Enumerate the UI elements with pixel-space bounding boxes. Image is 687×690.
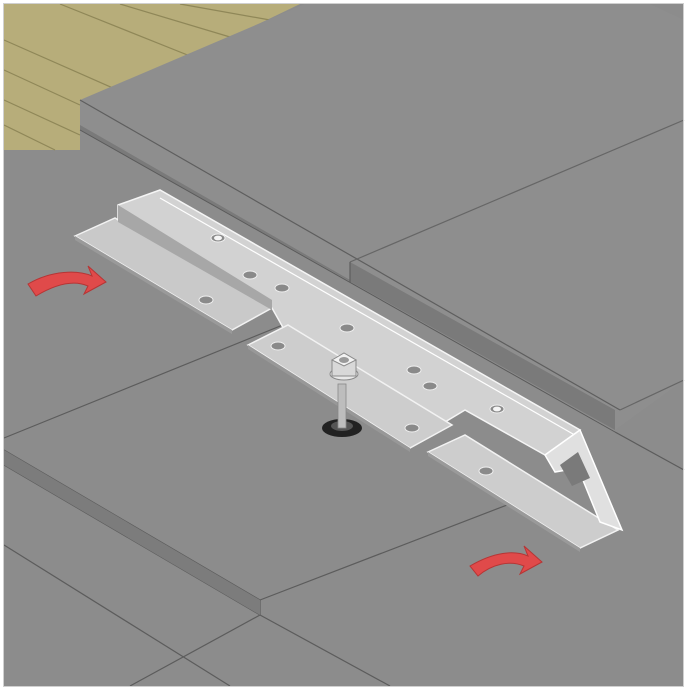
upper-tile-joint-3	[619, 379, 685, 411]
hole	[274, 283, 290, 293]
hole	[270, 341, 286, 351]
insulation-lines	[3, 3, 271, 151]
hole	[242, 270, 258, 280]
insulation-strip	[4, 4, 300, 150]
frame-border	[3, 3, 684, 687]
upper-tile-row	[80, 4, 684, 430]
rotate-arrow-icon	[469, 545, 543, 577]
hole	[422, 381, 438, 391]
hole	[478, 466, 494, 476]
hole	[339, 323, 355, 333]
bracket-rail-fold	[159, 197, 581, 439]
hole	[404, 423, 420, 433]
hole	[406, 365, 422, 375]
countersunk-hole	[214, 235, 222, 241]
bracket-center-plate-edge	[248, 345, 410, 452]
bracket-right-plate-edge	[428, 452, 580, 552]
bolt-icon	[322, 352, 362, 437]
bracket-hook-slot	[560, 452, 590, 486]
bracket-center-plate	[246, 324, 454, 449]
countersunk-hole	[493, 406, 501, 412]
upper-step-base	[79, 129, 616, 433]
hole	[198, 295, 214, 305]
rotate-arrow-icon	[27, 265, 107, 297]
lower-step-face	[4, 450, 260, 615]
bracket-left-plate-edge	[75, 236, 232, 334]
upper-tile-step-face	[80, 100, 615, 430]
bracket-main-rail-face	[118, 205, 272, 310]
upper-step-edge	[79, 99, 621, 411]
upper-tile-joint	[349, 119, 685, 263]
